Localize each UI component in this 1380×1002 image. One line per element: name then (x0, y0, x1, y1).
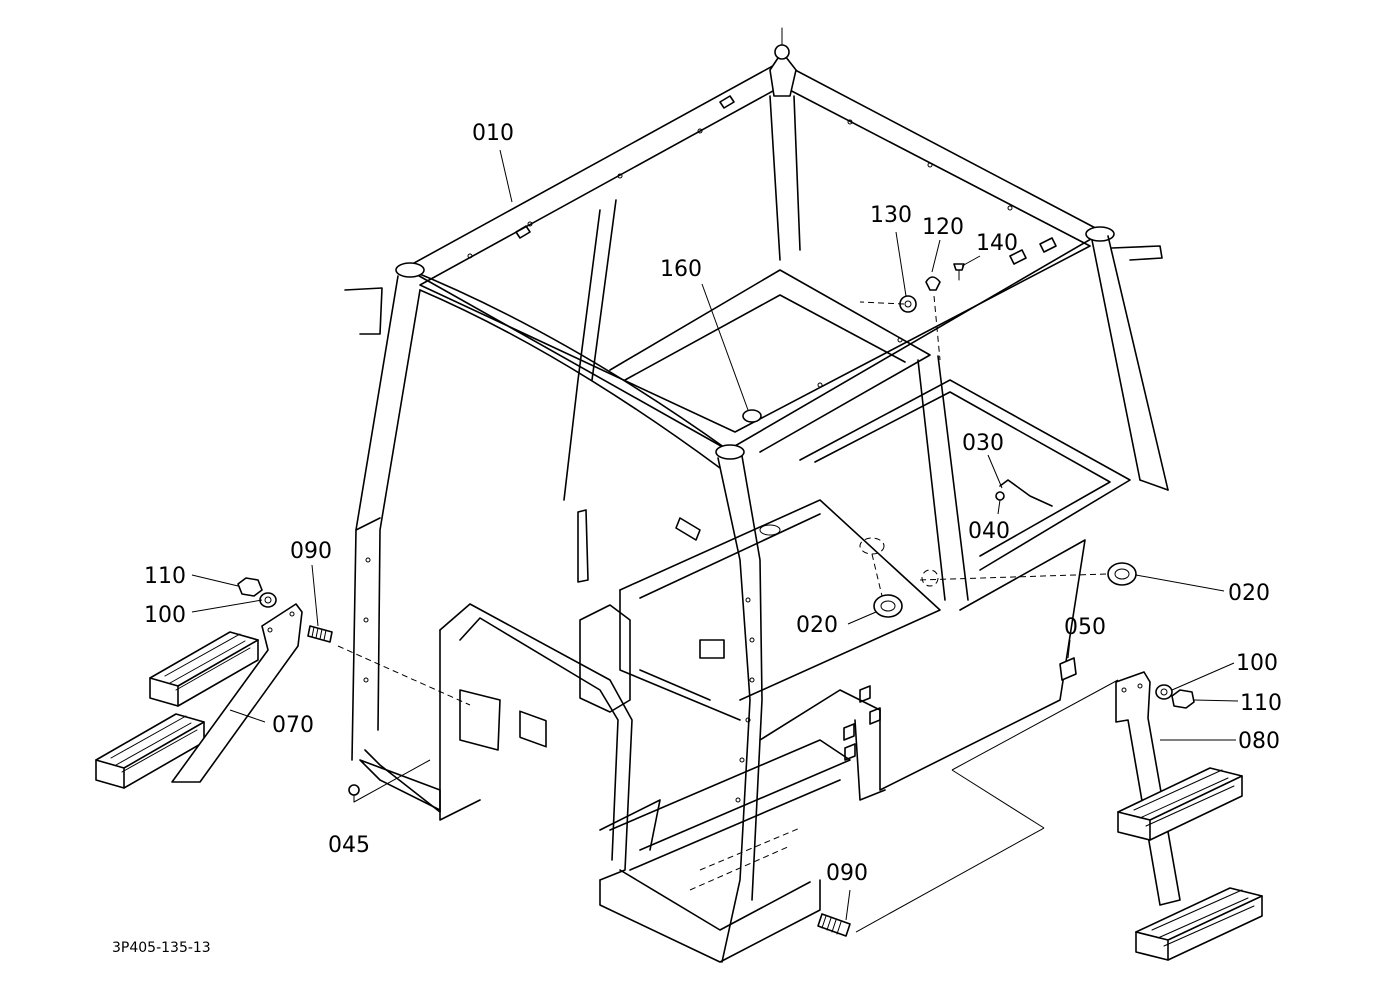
callout-100-left: 100 (144, 603, 186, 628)
callout-090-right: 090 (826, 861, 868, 886)
callout-090-left: 090 (290, 539, 332, 564)
reference-code: 3P405-135-13 (112, 940, 211, 956)
callout-020-right: 020 (1228, 581, 1270, 606)
roof-frame (344, 27, 1163, 469)
callout-050: 050 (1064, 615, 1106, 640)
leader-lines (191, 149, 1239, 933)
callout-040: 040 (968, 519, 1010, 544)
callout-020-center: 020 (796, 613, 838, 638)
callout-010: 010 (472, 121, 514, 146)
right-step-assembly (1115, 671, 1263, 961)
rear-interior (577, 269, 1131, 871)
callout-110-left: 110 (144, 564, 186, 589)
callout-110-right: 110 (1240, 691, 1282, 716)
dashed-connectors (337, 295, 1107, 891)
callout-labels: 010 130 120 140 160 030 040 020 020 050 … (112, 121, 1282, 956)
callout-045: 045 (328, 833, 370, 858)
callout-080: 080 (1238, 729, 1280, 754)
callout-140: 140 (976, 231, 1018, 256)
cabin-pillars (351, 95, 1169, 963)
callout-030: 030 (962, 431, 1004, 456)
front-console (359, 603, 821, 963)
callout-100-right: 100 (1236, 651, 1278, 676)
callout-130: 130 (870, 203, 912, 228)
left-step-assembly (95, 603, 303, 789)
callout-160: 160 (660, 257, 702, 282)
callout-070: 070 (272, 713, 314, 738)
callout-120: 120 (922, 215, 964, 240)
small-parts (237, 263, 1195, 937)
